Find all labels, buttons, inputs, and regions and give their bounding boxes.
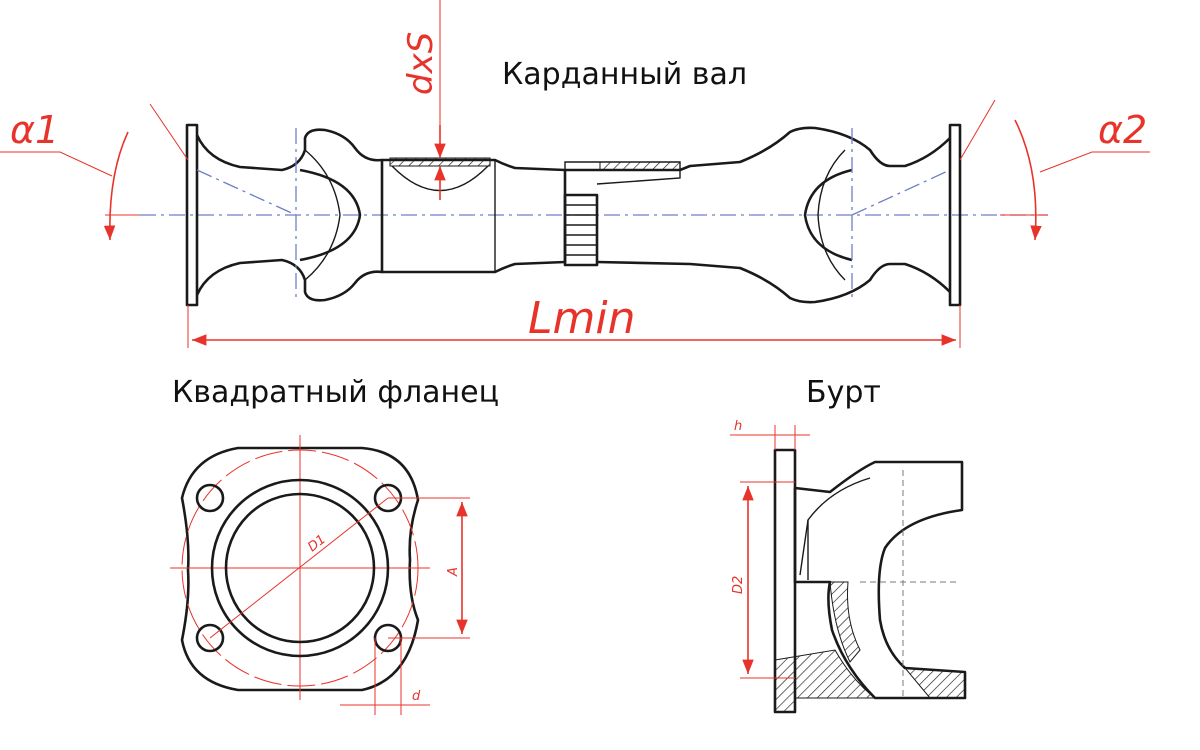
d-label: d bbox=[412, 689, 421, 704]
h-label: h bbox=[734, 419, 742, 434]
right-yoke-fork bbox=[803, 168, 853, 262]
slip-section-hatch bbox=[599, 161, 681, 171]
d1-dimension-line bbox=[209, 497, 389, 639]
alpha2-label-line bbox=[1039, 151, 1150, 173]
spline-sleeve bbox=[563, 193, 599, 267]
alpha2-leader-a bbox=[959, 99, 996, 161]
collar-title: Бурт bbox=[806, 375, 881, 410]
left-angle-axis bbox=[196, 169, 297, 216]
right-flange-plate bbox=[948, 123, 962, 307]
right-yoke-inner bbox=[817, 149, 846, 281]
d2-label: D2 bbox=[731, 576, 746, 594]
spline-teeth bbox=[565, 204, 597, 256]
alpha1-arc bbox=[103, 131, 129, 241]
flange-bore-inner bbox=[224, 492, 376, 644]
cardan-shaft-view: Карданный вал α1 α2 dxS Lmin bbox=[0, 0, 1150, 348]
alpha2-label: α2 bbox=[1098, 108, 1147, 152]
collar-rib bbox=[799, 477, 871, 576]
flange-title: Квадратный фланец bbox=[172, 375, 499, 410]
tube-wall-section bbox=[389, 157, 491, 167]
slip-yoke-body bbox=[565, 126, 951, 304]
shaft-tube bbox=[382, 158, 567, 274]
alpha2-arc bbox=[1014, 119, 1042, 241]
left-flange-plate bbox=[185, 123, 199, 307]
collar-hatch-lower bbox=[774, 649, 877, 713]
a-label: A bbox=[446, 567, 461, 577]
bolt-hole-bl bbox=[195, 623, 225, 653]
shaft-title: Карданный вал bbox=[502, 57, 747, 92]
alpha1-label: α1 bbox=[10, 108, 59, 152]
right-angle-axis bbox=[851, 169, 951, 216]
flange-bore-outer bbox=[210, 478, 390, 658]
wall-label: dxS bbox=[401, 32, 441, 95]
alpha1-leader-a bbox=[149, 103, 189, 161]
bolt-hole-tl bbox=[195, 483, 225, 513]
left-yoke-inner bbox=[304, 149, 341, 281]
collar-view: Бурт h D2 bbox=[730, 375, 967, 714]
collar-hatch-tip bbox=[903, 667, 966, 699]
collar-body bbox=[793, 460, 967, 700]
d1-label: D1 bbox=[305, 532, 329, 555]
collar-hatch-upper bbox=[829, 581, 861, 663]
left-yoke bbox=[195, 128, 384, 302]
square-flange-view: Квадратный фланец D1 A d bbox=[170, 375, 499, 715]
lmin-label: Lmin bbox=[528, 293, 636, 344]
alpha1-label-line bbox=[0, 151, 113, 177]
